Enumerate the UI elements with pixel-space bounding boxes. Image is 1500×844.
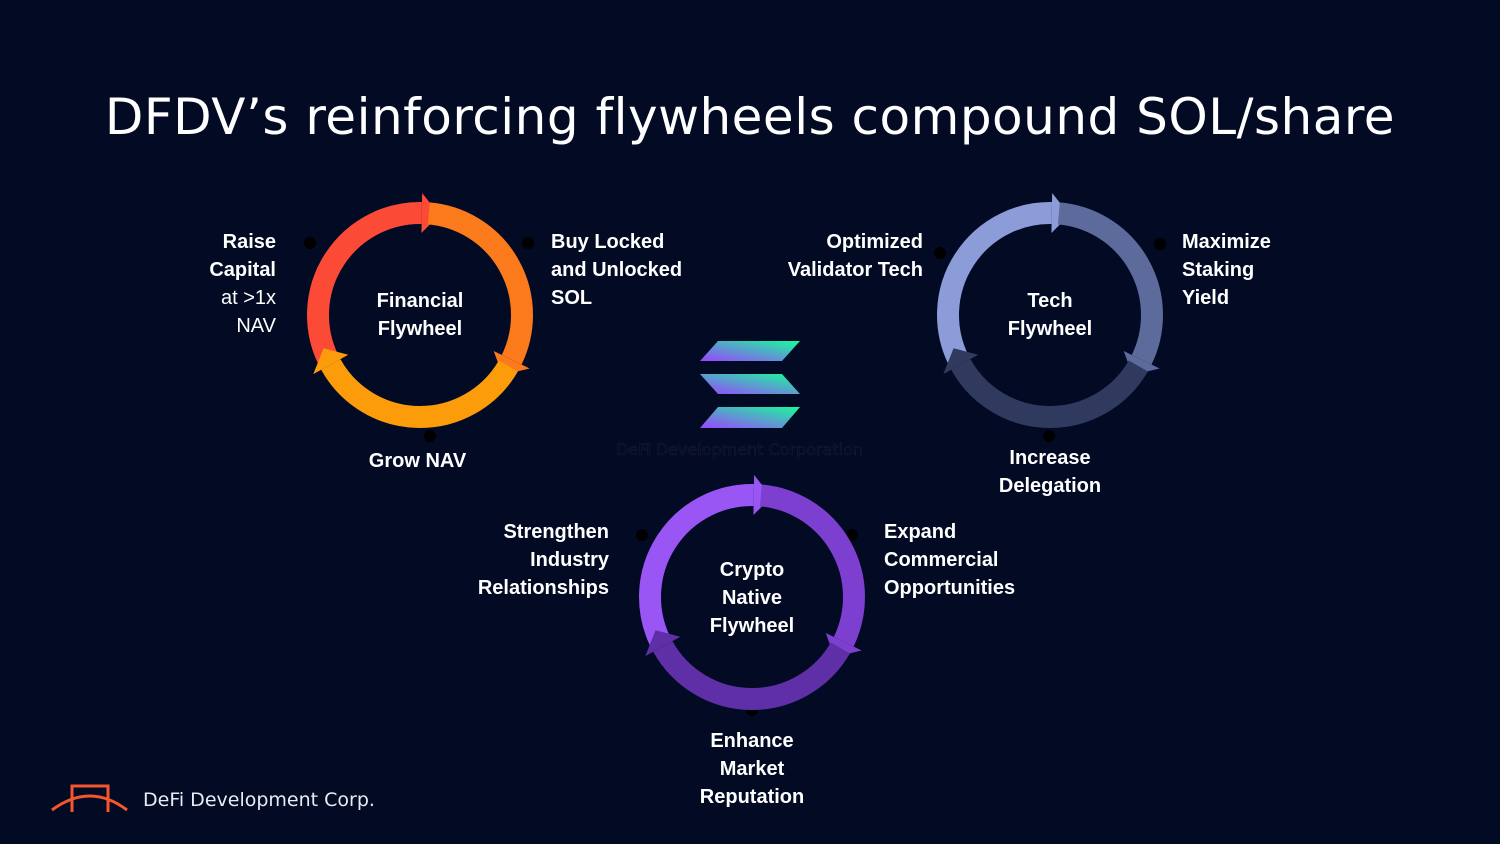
connector-dot	[934, 247, 946, 259]
crypto-arc-segment	[639, 484, 754, 645]
financial-arc-segment	[307, 202, 422, 363]
step-increase-delegation: Increase Delegation	[998, 447, 1102, 497]
step-grow-nav: Grow NAV	[368, 450, 467, 472]
step-maximize-yield: Maximize Staking Yield	[1182, 231, 1271, 309]
financial-flywheel-title: Financial Flywheel	[376, 290, 464, 340]
step-buy-sol: Buy Locked and Unlocked SOL	[551, 231, 683, 309]
footer-logo-icon	[51, 784, 128, 812]
step-strengthen-relationships: Strengthen Industry Relationships	[477, 521, 609, 599]
slide-title: DFDV’s reinforcing flywheels compound SO…	[104, 88, 1396, 146]
crypto-arrowhead-icon	[645, 630, 681, 657]
financial-arc-segment	[321, 358, 518, 428]
connector-dot	[1043, 430, 1055, 442]
step-at-nav: at >1x NAV	[220, 287, 276, 337]
financial-arrowhead-icon	[313, 348, 349, 375]
step-raise-capital: Raise Capital	[209, 231, 276, 281]
tech-flywheel-title: Tech Flywheel	[1007, 290, 1093, 340]
connector-dot	[424, 430, 436, 442]
tech-arrowhead-icon	[943, 348, 979, 375]
crypto-arc-segment	[759, 484, 865, 647]
connector-dot	[1154, 238, 1166, 250]
logo-caption: DeFi Development Corporation	[616, 440, 864, 460]
tech-arc-segment	[951, 358, 1148, 428]
connector-dot	[846, 529, 858, 541]
solana-logo	[700, 341, 800, 428]
tech-arc-segment	[1057, 202, 1163, 365]
footer-company-name: DeFi Development Corp.	[143, 789, 375, 811]
step-optimized-validator: Optimized Validator Tech	[787, 231, 923, 281]
tech-arc-segment	[937, 202, 1052, 363]
crypto-flywheel-title: Crypto Native Flywheel	[709, 559, 795, 637]
step-enhance-reputation: Enhance Market Reputation	[699, 730, 805, 808]
connector-dot	[522, 237, 534, 249]
step-expand-opportunities: Expand Commercial Opportunities	[884, 521, 1016, 599]
crypto-arc-segment	[653, 640, 850, 710]
connector-dot	[304, 237, 316, 249]
financial-arc-segment	[427, 202, 533, 365]
connector-dot	[636, 529, 648, 541]
